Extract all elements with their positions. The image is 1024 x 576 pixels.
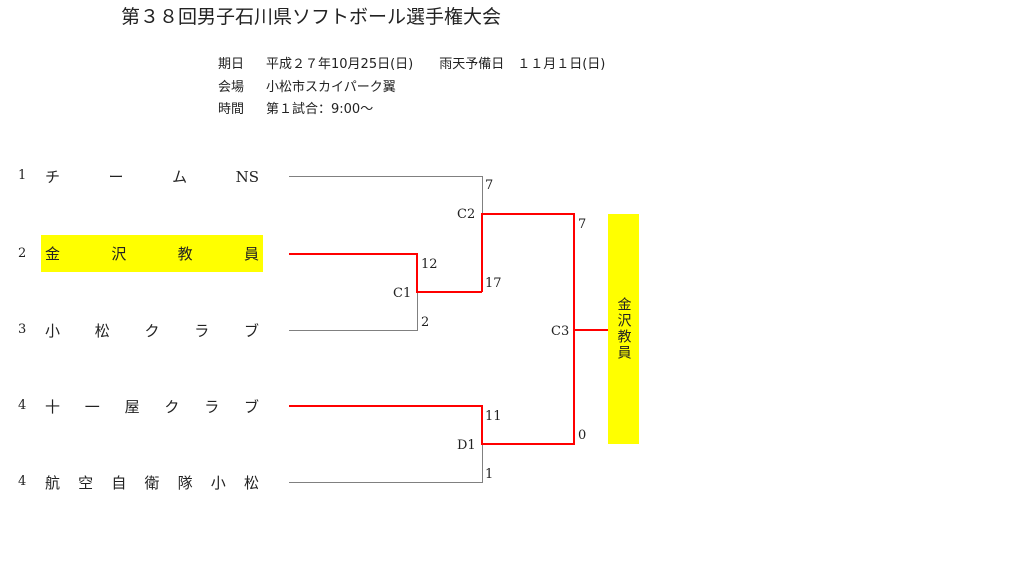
team-name-char: 隊 (177, 474, 193, 492)
team-seed: 1 (18, 168, 27, 183)
team-name-char: ク (144, 322, 160, 340)
team-seed: 2 (18, 246, 27, 261)
team-name-char: 松 (94, 322, 110, 340)
team-name-char: NS (235, 167, 259, 186)
score: 7 (485, 178, 494, 193)
team-name-char: 屋 (124, 398, 140, 416)
team-name: 十一屋クラブ (41, 388, 263, 425)
venue-label: 会場 (218, 80, 245, 95)
team-name-char: 小 (210, 474, 226, 492)
team-name-char: 一 (84, 398, 100, 416)
match-label-d1: D1 (457, 438, 476, 453)
team-name-char: ク (164, 398, 180, 416)
team-name-char: ム (172, 168, 188, 186)
team-name-char: 衛 (144, 474, 160, 492)
match-label-c2: C2 (457, 207, 476, 222)
team-name-char: 空 (78, 474, 94, 492)
line-team1 (289, 176, 483, 214)
team-name-char: 十 (45, 398, 61, 416)
score: 0 (578, 428, 587, 443)
score: 7 (578, 217, 587, 232)
date-label: 期日 (218, 57, 245, 72)
venue-value: 小松市スカイパーク翼 (266, 80, 396, 95)
team-name-highlighted: 金沢教員 (41, 235, 263, 272)
score: 2 (421, 315, 430, 330)
info-date: 期日 平成２７年10月25日(日) 雨天予備日 １１月１日(日) (218, 53, 605, 72)
team-name: 航空自衛隊小松 (41, 464, 263, 501)
team-name-char: ブ (243, 398, 259, 416)
team-name-char: 松 (243, 474, 259, 492)
info-venue: 会場 小松市スカイパーク翼 (218, 76, 396, 95)
team-name-char: ラ (194, 322, 210, 340)
winner-name: 金沢教員 (615, 297, 632, 361)
line-team3 (289, 292, 418, 331)
team-name-char: 小 (45, 322, 61, 340)
date-value: 平成２７年10月25日(日) 雨天予備日 １１月１日(日) (266, 57, 606, 72)
win-line-c2 (481, 213, 608, 331)
team-name-char: 沢 (111, 245, 127, 263)
team-name: チ ー ム NS (41, 158, 263, 195)
team-name-char: 金 (45, 245, 61, 263)
score: 12 (421, 257, 438, 272)
team-name-char: ブ (243, 322, 259, 340)
line-team5 (289, 444, 483, 483)
winner-box: 金沢教員 (608, 214, 639, 444)
team-name: 小松クラブ (41, 312, 263, 349)
team-name-char: ラ (204, 398, 220, 416)
team-name-char: 自 (111, 474, 127, 492)
score: 17 (485, 276, 502, 291)
team-name-char: チ (45, 168, 61, 186)
match-label-c3: C3 (551, 324, 570, 339)
score: 11 (485, 409, 502, 424)
win-line-team2 (289, 253, 482, 293)
team-seed: 3 (18, 322, 27, 337)
info-time: 時間 第１試合：9:00～ (218, 98, 373, 117)
page-title: 第３８回男子石川県ソフトボール選手権大会 (121, 6, 502, 28)
time-label: 時間 (218, 102, 245, 117)
win-line-team4 (289, 330, 575, 445)
team-seed: 4 (18, 474, 27, 489)
time-value: 第１試合：9:00～ (266, 102, 374, 117)
team-name-char: 航 (45, 474, 61, 492)
team-name-char: 員 (243, 245, 259, 263)
team-name-char: ー (108, 168, 124, 186)
team-name-char: 教 (177, 245, 193, 263)
team-seed: 4 (18, 398, 27, 413)
match-label-c1: C1 (393, 286, 412, 301)
score: 1 (485, 467, 494, 482)
